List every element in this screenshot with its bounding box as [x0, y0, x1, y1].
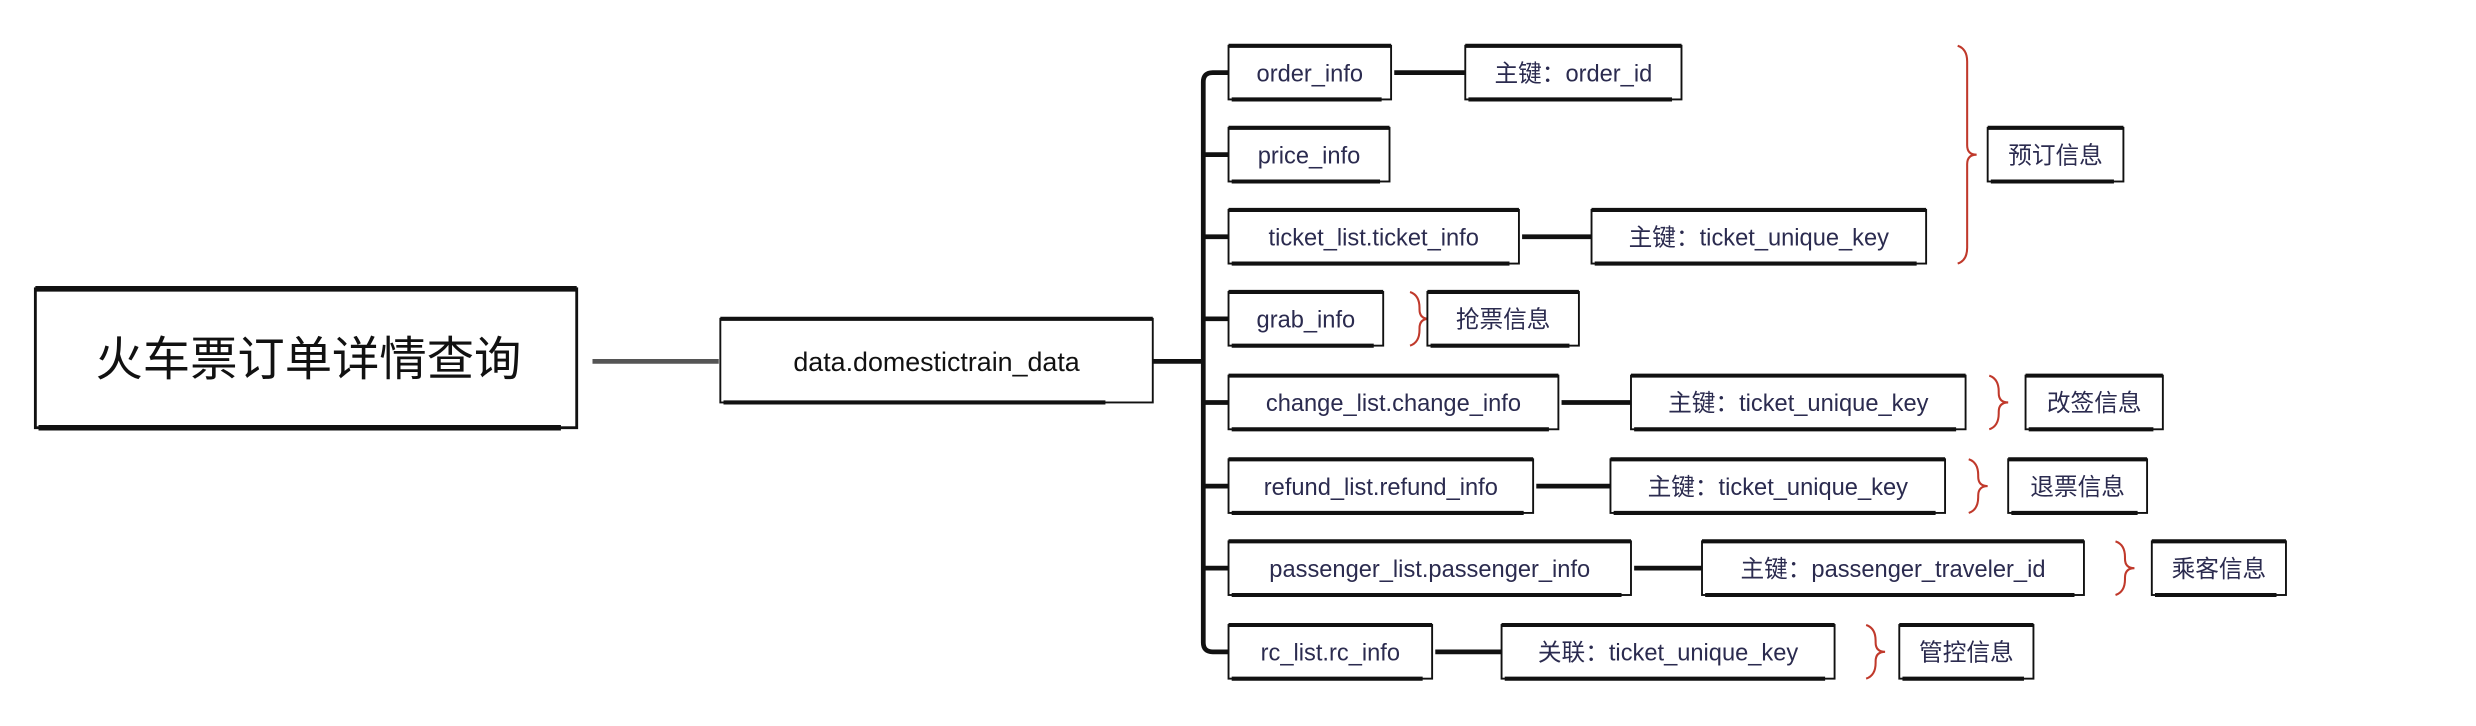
group-label-node-label: 乘客信息 — [2172, 556, 2267, 583]
key-node[interactable]: 关联：ticket_unique_key — [1500, 622, 1836, 681]
field-node-label: order_info — [1257, 61, 1364, 87]
trunk-connector — [1200, 70, 1229, 655]
key-node[interactable]: 主键：ticket_unique_key — [1590, 207, 1928, 266]
group-label-node-label: 管控信息 — [1919, 640, 2014, 667]
key-node[interactable]: 主键：ticket_unique_key — [1630, 373, 1967, 432]
key-node[interactable]: 主键：order_id — [1464, 43, 1683, 102]
key-node-label: 主键：ticket_unique_key — [1648, 474, 1909, 501]
key-node-label: 主键：order_id — [1494, 60, 1652, 87]
key-node[interactable]: 主键：ticket_unique_key — [1609, 457, 1947, 515]
field-node[interactable]: ticket_list.ticket_info — [1227, 207, 1520, 266]
field-node-label: change_list.change_info — [1266, 391, 1521, 417]
key-node-label: 主键：ticket_unique_key — [1629, 224, 1890, 251]
hub-label: data.domestictrain_data — [793, 347, 1079, 377]
brace-icon — [1409, 291, 1430, 347]
key-node-label: 关联：ticket_unique_key — [1538, 640, 1799, 667]
field-node-label: grab_info — [1257, 307, 1356, 333]
group-label-node[interactable]: 改签信息 — [2024, 373, 2164, 432]
field-node[interactable]: change_list.change_info — [1227, 373, 1560, 432]
group-label-node-label: 预订信息 — [2008, 142, 2103, 169]
group-label-node-label: 改签信息 — [2047, 390, 2142, 417]
field-node-label: refund_list.refund_info — [1264, 475, 1498, 501]
group-label-node[interactable]: 抢票信息 — [1426, 289, 1580, 348]
group-label-node[interactable]: 预订信息 — [1986, 125, 2125, 184]
group-label-node[interactable]: 退票信息 — [2007, 457, 2149, 515]
field-node[interactable]: refund_list.refund_info — [1227, 457, 1535, 515]
root-label: 火车票订单详情查询 — [95, 334, 521, 387]
key-node[interactable]: 主键：passenger_traveler_id — [1701, 539, 2085, 598]
field-node-label: price_info — [1258, 143, 1361, 169]
field-node[interactable]: price_info — [1227, 125, 1391, 184]
field-node[interactable]: grab_info — [1227, 289, 1385, 348]
group-label-node[interactable]: 乘客信息 — [2150, 539, 2287, 598]
brace-icon — [1968, 458, 1988, 514]
group-label-node-label: 退票信息 — [2030, 474, 2125, 501]
brace-icon — [1865, 624, 1886, 680]
field-node-label: passenger_list.passenger_info — [1269, 557, 1590, 583]
field-node[interactable]: order_info — [1227, 43, 1393, 102]
key-node-label: 主键：ticket_unique_key — [1668, 390, 1929, 417]
field-node[interactable]: passenger_list.passenger_info — [1227, 539, 1632, 598]
group-label-node[interactable]: 管控信息 — [1898, 622, 2035, 681]
field-node[interactable]: rc_list.rc_info — [1227, 622, 1434, 681]
brace-icon — [1988, 374, 2009, 431]
field-node-label: rc_list.rc_info — [1261, 641, 1400, 667]
brace-icon — [2115, 540, 2135, 596]
key-node-label: 主键：passenger_traveler_id — [1740, 556, 2045, 583]
root-node[interactable]: 火车票订单详情查询 — [33, 286, 579, 431]
hub-node[interactable]: data.domestictrain_data — [719, 316, 1154, 405]
brace-icon — [1957, 44, 1977, 265]
field-node-label: ticket_list.ticket_info — [1269, 225, 1479, 251]
group-label-node-label: 抢票信息 — [1456, 306, 1551, 333]
